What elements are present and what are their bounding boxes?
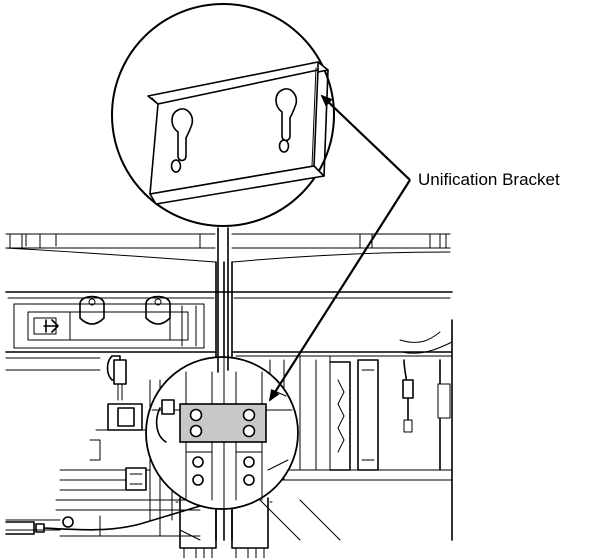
detail-circle [111,3,335,227]
highlight-circle [145,356,299,510]
arrow-pointer-icon [268,94,411,402]
wall-bracket-keyhole-icon [147,61,329,205]
callout-label-unification-bracket: Unification Bracket [418,170,560,189]
unification-bracket-highlight [179,403,267,443]
